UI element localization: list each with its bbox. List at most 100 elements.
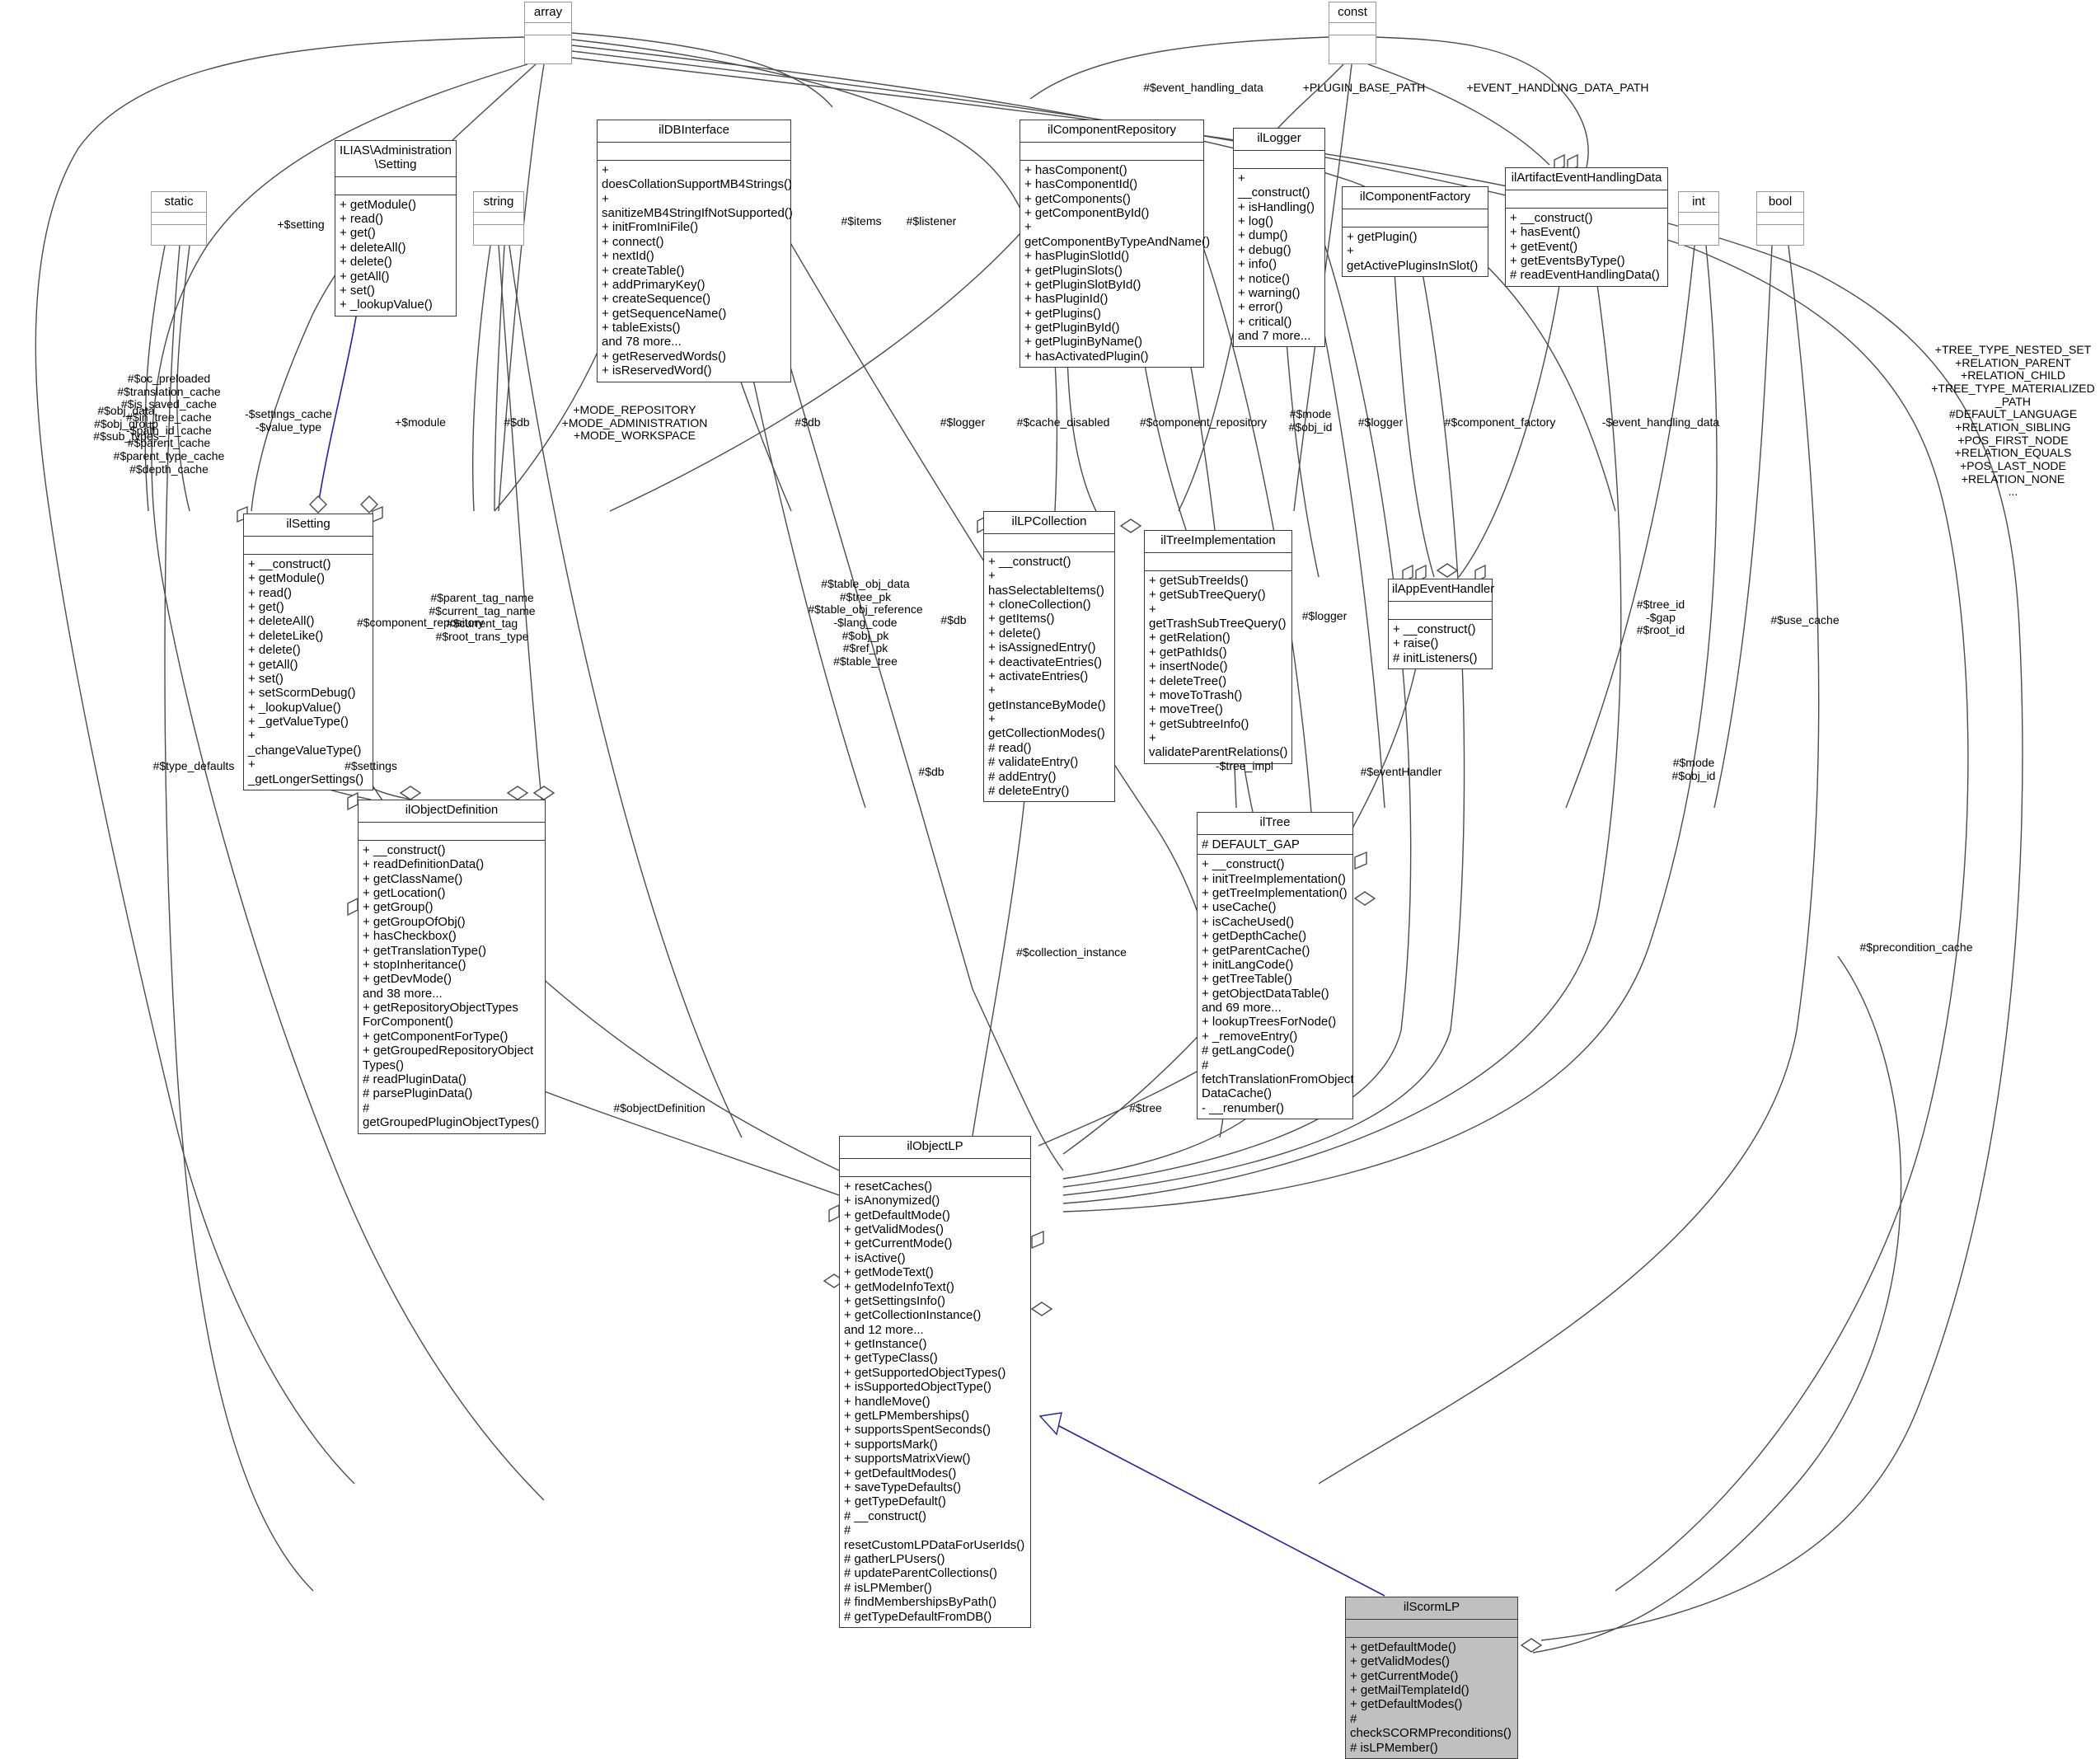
class-member: + supportsMark() — [844, 1437, 938, 1452]
edge-label-eventHandler: #$eventHandler — [1360, 765, 1442, 778]
edge-label-mode_constants: +MODE_REPOSITORY +MODE_ADMINISTRATION +M… — [561, 403, 708, 443]
class-operations: + getDefaultMode()+ getValidModes()+ get… — [1346, 1638, 1517, 1758]
class-operations: + getModule()+ read()+ get()+ deleteAll(… — [335, 195, 456, 316]
class-member: + insertNode() — [1149, 659, 1228, 674]
class-member: + getItems() — [988, 612, 1055, 626]
class-member: # fetchTranslationFromObject DataCache() — [1202, 1058, 1354, 1101]
class-attributes — [1343, 209, 1488, 227]
class-attributes — [1020, 143, 1203, 161]
class-member: + _removeEntry() — [1202, 1029, 1298, 1044]
class-member: # resetCustomLPDataForUserIds() — [844, 1523, 1025, 1552]
class-member: + getInstanceByMode() — [988, 683, 1106, 712]
class-member: + hasActivatedPlugin() — [1024, 349, 1149, 364]
class-member: + isAnonymized() — [844, 1194, 940, 1208]
class-member: + validateParentRelations() — [1149, 731, 1288, 760]
class-member: + getComponentByTypeAndName() — [1024, 220, 1211, 249]
class-member: + getModule() — [248, 571, 325, 586]
class-member: + activateEntries() — [988, 668, 1089, 683]
class-member: + getLPMemberships() — [844, 1409, 970, 1424]
class-member: + tableExists() — [602, 321, 681, 335]
class-illpcollection[interactable]: ilLPCollection + __construct()+ hasSelec… — [983, 511, 1115, 803]
class-title: ilComponentFactory — [1343, 187, 1488, 209]
edge-label-items: #$items — [841, 214, 882, 227]
class-member: + saveTypeDefaults() — [844, 1480, 962, 1494]
class-ilcomponentrepository[interactable]: ilComponentRepository + hasComponent()+ … — [1020, 120, 1211, 368]
class-illogger[interactable]: ilLogger + __construct()+ isHandling()+ … — [1233, 128, 1325, 348]
class-member: + getPluginByName() — [1024, 335, 1142, 349]
class-member: + notice() — [1238, 271, 1290, 286]
class-iltreeimplementation[interactable]: ilTreeImplementation + getSubTreeIds()+ … — [1144, 530, 1292, 764]
class-ilappeventhandler[interactable]: ilAppEventHandler + __construct()+ raise… — [1388, 579, 1494, 669]
type-node-row — [525, 35, 571, 47]
class-member: + addPrimaryKey() — [602, 277, 705, 292]
class-ilsetting[interactable]: ilSetting + __construct()+ getModule()+ … — [243, 514, 373, 791]
class-member: + get() — [248, 599, 284, 614]
class-member: # isLPMember() — [844, 1580, 932, 1595]
class-member: + getValidModes() — [1350, 1654, 1451, 1669]
class-member: + isSupportedObjectType() — [844, 1380, 991, 1395]
class-member: + hasCheckbox() — [363, 929, 457, 944]
class-attributes — [1234, 151, 1324, 169]
class-member: + getTreeImplementation() — [1202, 885, 1348, 900]
class-iltree[interactable]: ilTree # DEFAULT_GAP + __construct()+ in… — [1197, 812, 1354, 1120]
type-node-row — [152, 213, 206, 225]
class-attributes — [244, 537, 373, 555]
class-member: + initLangCode() — [1202, 957, 1294, 972]
class-member: + getComponentForType() — [363, 1029, 509, 1044]
class-ilobjectdefinition[interactable]: ilObjectDefinition + __construct()+ read… — [358, 800, 546, 1134]
class-member: + getDevMode() — [363, 972, 452, 987]
class-member: + getSequenceName() — [602, 306, 727, 321]
class-attributes: # DEFAULT_GAP — [1198, 835, 1352, 856]
class-attributes — [984, 534, 1114, 552]
class-member: + getModule() — [340, 197, 416, 212]
class-member: + cloneCollection() — [988, 597, 1091, 612]
class-attributes — [1145, 553, 1291, 571]
class-ilartifacteventhandlingdata[interactable]: ilArtifactEventHandlingData + __construc… — [1505, 167, 1668, 287]
class-member: + getPluginById() — [1024, 321, 1120, 335]
class-member: + getCurrentMode() — [844, 1236, 953, 1251]
class-member: + deleteAll() — [340, 240, 406, 255]
class-member: + getActivePluginsInSlot() — [1347, 244, 1479, 273]
edge-label-db_lower: #$db — [918, 765, 945, 778]
class-member: + isAssignedEntry() — [988, 640, 1096, 655]
class-member: + resetCaches() — [844, 1179, 933, 1194]
edge-label-component_repository_top: #$component_repository — [1139, 415, 1268, 429]
class-member: + dump() — [1238, 228, 1288, 243]
class-member: + getDepthCache() — [1202, 929, 1307, 944]
class-member: + readDefinitionData() — [363, 857, 485, 872]
class-ilias-administration-setting[interactable]: ILIAS\Administration \Setting + getModul… — [335, 140, 457, 317]
edge-label-logger_right: #$logger — [1301, 609, 1348, 622]
edge-label-component_repository_mid: #$component_repository — [356, 616, 485, 629]
class-attributes — [1506, 190, 1667, 209]
type-node-label: string — [474, 192, 523, 213]
class-member: + getRepositoryObjectTypes ForComponent(… — [363, 1001, 518, 1030]
class-member: # read() — [988, 740, 1032, 755]
class-attributes — [840, 1159, 1030, 1177]
class-member: + hasComponentId() — [1024, 177, 1138, 192]
class-member: + getGroupOfObj() — [363, 914, 466, 929]
class-member: + getObjectDataTable() — [1202, 986, 1329, 1001]
type-node-row — [525, 23, 571, 35]
class-member: + _changeValueType() — [248, 729, 362, 758]
class-member: + stopInheritance() — [363, 957, 466, 972]
class-member: + getDefaultModes() — [1350, 1697, 1463, 1712]
class-member: # readEventHandlingData() — [1510, 268, 1660, 283]
class-member: + deleteLike() — [248, 628, 324, 643]
type-node-string: string — [473, 191, 524, 246]
class-member: + __construct() — [1510, 210, 1593, 225]
class-ilscormlp[interactable]: ilScormLP + getDefaultMode()+ getValidMo… — [1345, 1597, 1518, 1759]
class-ilobjectlp[interactable]: ilObjectLP + resetCaches()+ isAnonymized… — [839, 1136, 1031, 1628]
class-member: - __renumber() — [1202, 1100, 1285, 1115]
class-ilcomponentfactory[interactable]: ilComponentFactory + getPlugin()+ getAct… — [1342, 186, 1488, 277]
class-member: and 78 more... — [602, 335, 682, 349]
class-member: # parsePluginData() — [363, 1086, 473, 1101]
class-attributes — [1389, 602, 1492, 620]
class-ildbinterface[interactable]: ilDBInterface + doesCollationSupportMB4S… — [597, 120, 793, 382]
type-node-row — [1329, 35, 1376, 47]
type-node-row — [1329, 23, 1376, 35]
type-node-bool: bool — [1756, 191, 1804, 246]
class-member: # deleteEntry() — [988, 784, 1070, 799]
class-member: + isHandling() — [1238, 199, 1315, 214]
class-member: + getPlugins() — [1024, 306, 1101, 321]
class-operations: + __construct()+ readDefinitionData()+ g… — [359, 841, 545, 1133]
